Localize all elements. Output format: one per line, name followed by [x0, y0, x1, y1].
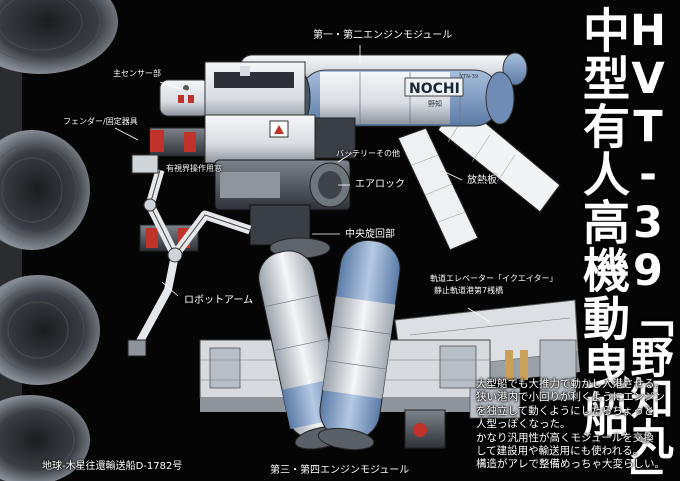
- description-text: 大型船でも大推力で動かし入港させる。 狭い港内で小回りが利くようにエンジン を独…: [476, 378, 680, 472]
- hull-marking-sub: 野知: [428, 99, 442, 108]
- main-sensor-module: [159, 61, 306, 123]
- upper-engine-modules: NOCHI 野知 YTN-39: [239, 52, 528, 127]
- transport-ship-nozzles: [0, 0, 118, 481]
- robot-arm: [127, 154, 252, 357]
- label-robot-arm: ロボットアーム: [184, 295, 254, 306]
- label-elevator: 軌道エレベーター「イクエイター」: [430, 274, 558, 283]
- label-elevator-sub: 静止軌道港第7桟橋: [434, 286, 504, 295]
- description-line: 人型っぽくなった。: [476, 418, 571, 431]
- hull-marking: NOCHI: [409, 81, 460, 97]
- radiator-panels: [397, 99, 561, 251]
- nozzle-1: [0, 0, 118, 74]
- label-central-rotation: 中央旋回部: [345, 229, 395, 240]
- description-line: かなり汎用性が高くモジュールを交換: [476, 431, 654, 444]
- title-line-1: 中型有人高機動曳船: [574, 6, 629, 438]
- label-transport-ship: 地球-木星往還輸送船D-1782号: [42, 461, 183, 472]
- label-engine-modules-1-2: 第一・第二エンジンモジュール: [313, 30, 453, 41]
- leader-lines: [114, 45, 491, 323]
- nozzle-3: [0, 275, 100, 385]
- title-line-2: HVT-39「野知丸」: [623, 6, 673, 481]
- label-radiator: 放熱板: [467, 175, 497, 186]
- nozzle-4: [0, 395, 90, 481]
- engine-leg-right: [317, 239, 401, 451]
- label-main-sensor: 主センサー部: [113, 69, 161, 78]
- label-airlock: エアロック: [355, 179, 405, 190]
- hull-code: YTN-39: [459, 74, 478, 80]
- label-battery: バッテリーその他: [336, 149, 400, 158]
- central-body: [204, 114, 356, 259]
- description-line: して建設用や輸送用にも使われる。: [476, 445, 644, 458]
- description-line: を独立して動くようにしたらちょっと: [476, 404, 655, 417]
- description-line: 狭い港内で小回りが利くようにエンジン: [476, 391, 665, 404]
- description-line: 大型船でも大推力で動かし入港させる。: [476, 378, 665, 390]
- description-line: 構造がアレで整備めっちゃ大変らしい。: [476, 458, 665, 471]
- label-engine-modules-3-4: 第三・第四エンジンモジュール: [270, 465, 410, 476]
- radiator-panel-lower: [397, 127, 479, 251]
- label-fender: フェンダー/固定器具: [63, 117, 138, 126]
- label-ops-room: 有視界操作用窓: [166, 164, 222, 173]
- lower-engine-modules: [258, 239, 446, 451]
